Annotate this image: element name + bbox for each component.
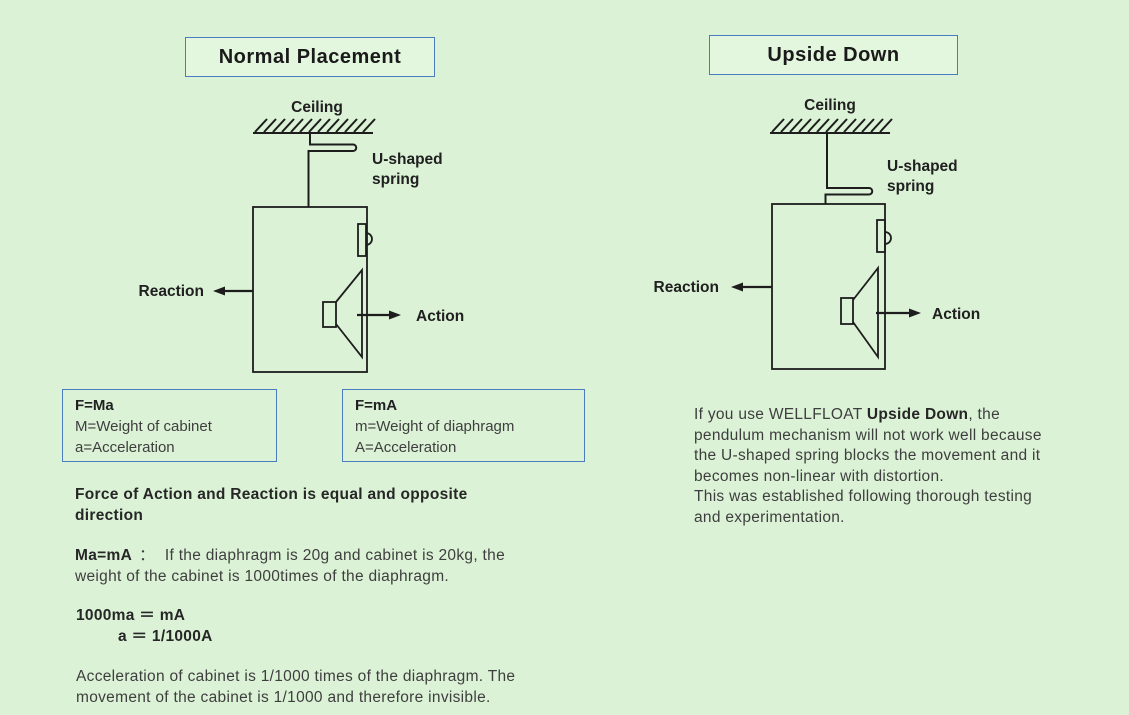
u-spring-shape [824,133,874,204]
reaction-arrow [213,286,253,296]
u-spring-label-line2: spring [887,178,934,195]
cabinet-formula-box: F=Ma M=Weight of cabinet a=Acceleration [62,389,277,462]
upside-down-explanation: If you use WELLFLOAT Upside Down, the pe… [694,406,1042,526]
formula-A-definition: A=Acceleration [355,439,457,456]
ceiling-label: Ceiling [804,97,856,114]
u-spring-label-line2: spring [372,171,419,188]
equation-block: 1000ma ＝ mA a ＝ 1/1000A [76,605,213,647]
upside-down-title: Upside Down [767,43,900,66]
action-arrow [876,308,921,318]
equation-line-1: 1000ma ＝ mA [76,607,186,624]
ceiling-hatch-icon [770,118,893,134]
reaction-arrow [731,282,772,292]
reaction-label: Reaction [139,283,204,300]
ceiling-label: Ceiling [291,99,343,116]
action-label: Action [416,308,464,325]
u-spring-shape [307,133,358,207]
acceleration-paragraph: Acceleration of cabinet is 1/1000 times … [76,668,516,706]
upside-down-bold: Upside Down [866,406,969,423]
formula-m-definition: m=Weight of diaphragm [355,418,515,435]
formula-f-mA: F=mA [355,397,398,414]
tweeter-icon [357,223,373,257]
normal-placement-diagram: Ceiling U-shaped spring Reaction Action [139,99,464,373]
formula-m-definition: M=Weight of cabinet [75,418,212,435]
u-spring-label-line1: U-shaped [887,158,958,175]
action-label: Action [932,306,980,323]
formula-f-ma: F=Ma [75,397,114,414]
reaction-label: Reaction [654,279,719,296]
wide-colon: ： [139,547,155,564]
ceiling-hatch-icon [253,118,376,134]
action-arrow [357,310,401,320]
tweeter-icon [876,219,892,253]
formula-a-definition: a=Acceleration [75,439,175,456]
speaker-cabinet [252,206,368,373]
woofer-icon [322,267,363,360]
woofer-icon [840,265,879,360]
diaphragm-formula-box: F=mA m=Weight of diaphragm A=Acceleratio… [342,389,585,462]
ma-equals-ma-paragraph: Ma=mA：If the diaphragm is 20g and cabine… [75,547,505,585]
upside-down-diagram: Ceiling U-shaped spring Reaction Action [654,97,980,370]
u-spring-label-line1: U-shaped [372,151,443,168]
normal-placement-title: Normal Placement [218,45,402,68]
normal-placement-title-box: Normal Placement [185,37,435,77]
equation-line-2: a ＝ 1/1000A [118,628,213,645]
ma-formula-bold: Ma=mA [75,547,133,564]
upside-down-title-box: Upside Down [709,35,958,75]
force-heading: Force of Action and Reaction is equal an… [75,486,468,524]
